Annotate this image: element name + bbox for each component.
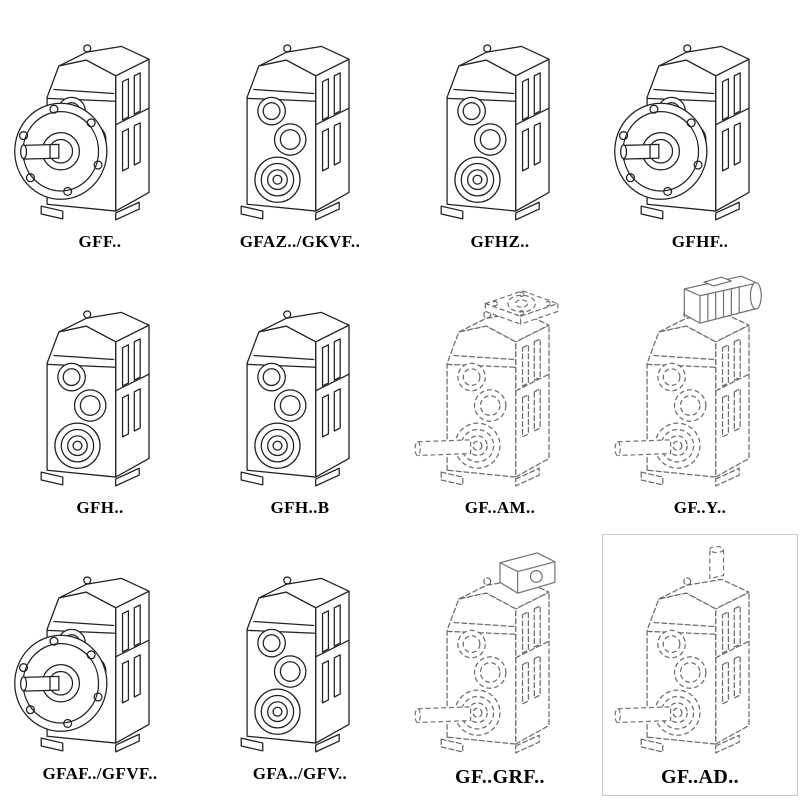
model-label: GF..AM.. [464,498,536,517]
gearbox-input-shaft-drawing [614,546,750,754]
model-label: GF..Y.. [673,498,727,517]
drawing-wrap [400,532,600,766]
product-cell-gfhf: GFHF.. [600,0,800,266]
gearbox-flange-drawing [14,576,150,753]
model-label: GFH.. [76,498,124,517]
model-label: GFH..B [270,498,330,517]
gearbox-flange-drawing [14,44,150,221]
gearbox-adapter-drawing [414,552,556,754]
product-cell-gfaf-gfvf: GFAF../GFVF.. [0,532,200,798]
gearbox-flange-drawing [614,44,750,221]
product-cell-gfa-gfv: GFA../GFV.. [200,532,400,798]
drawing-wrap [0,0,200,232]
gearbox-foot-drawing [40,310,150,487]
product-cell-gfh-b: GFH..B [200,266,400,532]
product-cell-gfhz: GFHZ.. [400,0,600,266]
model-label: GFF.. [78,232,122,251]
gearbox-hollow-shaft-drawing [240,44,350,221]
drawing-wrap [200,0,400,232]
product-cell-gf-y: GF..Y.. [600,266,800,532]
drawing-wrap [600,532,800,766]
drawing-wrap [600,0,800,232]
model-label: GFAZ../GKVF.. [239,232,361,251]
model-label: GFHF.. [671,232,729,251]
model-label: GFHZ.. [470,232,530,251]
gearbox-with-motor-drawing [614,275,762,487]
product-cell-gf-am: GF..AM.. [400,266,600,532]
drawing-wrap [400,266,600,498]
drawing-wrap [200,532,400,764]
drawing-wrap [400,0,600,232]
drawing-wrap [200,266,400,498]
drawing-wrap [0,266,200,498]
model-label: GF..GRF.. [455,766,545,788]
model-label: GFAF../GFVF.. [42,764,158,783]
gearbox-hollow-shaft-drawing [440,44,550,221]
product-cell-gff: GFF.. [0,0,200,266]
gearbox-iec-adapter-drawing [414,290,559,487]
product-cell-gf-ad: GF..AD.. [600,532,800,798]
drawing-wrap [600,266,800,498]
product-cell-gfh: GFH.. [0,266,200,532]
drawing-wrap [0,532,200,764]
gearbox-foot-drawing [240,310,350,487]
product-cell-gfaz-gkvf: GFAZ../GKVF.. [200,0,400,266]
product-cell-gf-grf: GF..GRF.. [400,532,600,798]
model-label: GFA../GFV.. [252,764,348,783]
gearbox-shaft-mounted-drawing [240,576,350,753]
model-label: GF..AD.. [660,766,740,788]
